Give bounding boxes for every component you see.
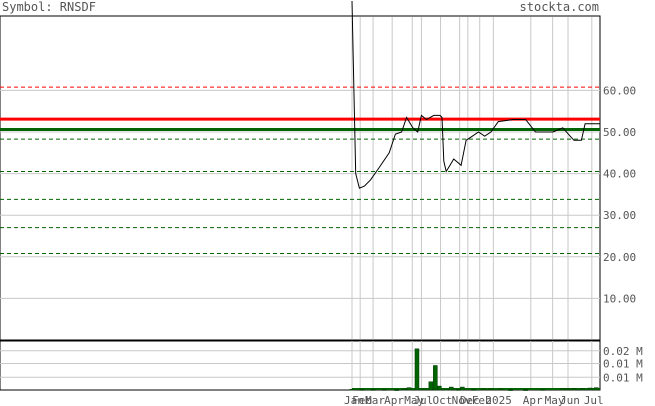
volume-panel [0,340,601,391]
date-tick-label: Jul [413,394,433,406]
date-tick-label: Mar [365,394,385,406]
volume-bar [481,388,486,391]
price-axis: 60.00 50.00 40.00 30.00 20.00 10.00 [603,84,636,305]
date-tick-label: May [404,394,424,406]
site-label: stockta.com [520,0,599,14]
volume-bar [437,385,442,391]
volume-bar [428,381,434,391]
support-resistance-levels [0,86,600,254]
price-tick-label: 30.00 [603,209,636,222]
price-line [351,0,600,189]
volume-bar [594,387,599,391]
volume-bar [498,388,504,391]
volume-bar [394,389,399,391]
date-tick-label: Jun [560,394,580,406]
volume-bar [471,389,476,391]
price-tick-label: 20.00 [603,251,636,264]
volume-bar [587,387,593,391]
volume-tick-label: 0.01 M [603,358,643,371]
volume-bar [401,388,407,391]
volume-bar [349,388,355,391]
price-tick-label: 10.00 [603,292,636,305]
price-tick-label: 60.00 [603,84,636,97]
volume-bar [560,388,566,391]
volume-bar [488,388,494,391]
volume-bar [456,389,461,391]
price-tick-label: 40.00 [603,168,636,181]
volume-bar [460,386,465,391]
date-tick-label: May [545,394,565,406]
date-tick-label: Jul [584,394,604,406]
volume-bar [523,389,528,391]
symbol-label: Symbol: RNSDF [2,0,96,14]
volume-tick-label: 0.02 M [603,345,643,358]
volume-bar [370,389,376,391]
date-tick-label: Feb [472,394,492,406]
volume-bar [414,348,420,391]
volume-bar [565,388,571,391]
volume-axis: 0.02 M0.01 M0.01 M [603,345,643,384]
volume-bar [406,387,412,391]
volume-bar [443,388,449,391]
volume-bar [540,389,546,391]
price-panel [0,15,601,341]
date-tick-label: Apr [384,394,404,406]
volume-bar [448,386,454,391]
date-tick-label: Oct [433,394,453,406]
volume-tick-label: 0.01 M [603,371,643,384]
volume-bar [359,389,365,391]
price-grid [0,17,600,339]
volume-bar [421,388,427,391]
volume-bar [381,389,387,391]
date-tick-label: 2025 [485,394,512,406]
volume-bar [433,365,438,391]
date-tick-label: Feb [352,394,372,406]
volume-bar [571,387,577,391]
date-tick-label: Apr [523,394,543,406]
volume-bar [508,389,513,391]
volume-bars [349,348,600,391]
volume-bar [580,388,585,391]
date-tick-label: Nov [452,394,472,406]
date-tick-label: Jan [344,394,364,406]
date-tick-label: Dec [460,394,480,406]
volume-grid [0,341,600,390]
price-tick-label: 50.00 [603,126,636,139]
